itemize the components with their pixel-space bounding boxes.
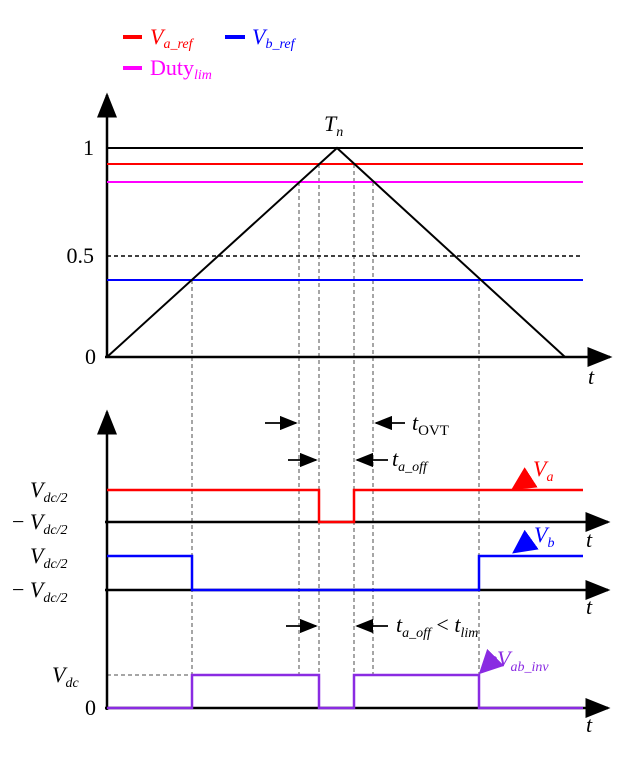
vb-label: Vb: [534, 522, 554, 551]
vab-label: Vab_inv: [497, 646, 549, 675]
legend-duty-lim-label: Dutylim: [150, 55, 212, 83]
carrier-plot: 1 0.5 0 t Tn: [67, 92, 613, 389]
va-label: Va: [533, 456, 553, 485]
vdc-label: Vdc: [52, 662, 79, 691]
legend: Va_ref Vb_ref Dutylim: [123, 24, 297, 83]
va-low-label: − Vdc/2: [12, 509, 67, 538]
va-waveform: [107, 488, 583, 524]
va-high-label: Vdc/2: [30, 477, 68, 506]
vb-waveform: [107, 554, 583, 592]
vab-waveform: [107, 673, 583, 710]
phase-voltage-plot: Vdc/2 − Vdc/2 Vdc/2 − Vdc/2 t t Va Vb tO…: [12, 409, 611, 710]
t-off-lim-condition: ta_off < tlim: [396, 612, 478, 641]
legend-va-ref-label: Va_ref: [150, 24, 195, 52]
t-a-off-label: ta_off: [392, 446, 429, 475]
x-axis-label: t: [588, 364, 595, 389]
x-axis-label: t: [586, 594, 593, 619]
x-axis-label: t: [586, 527, 593, 552]
y-tick-label: 1: [83, 135, 94, 160]
vb-pointer-arrow: [512, 529, 539, 554]
y-tick-label: 0.5: [67, 243, 95, 268]
y-tick-label: 0: [85, 344, 96, 369]
x-axis-label: t: [586, 712, 593, 737]
vb-low-label: − Vdc/2: [12, 577, 67, 606]
zero-label: 0: [85, 695, 96, 720]
legend-vb-ref-label: Vb_ref: [252, 24, 297, 52]
line-voltage-plot: Vdc 0 t ta_off < tlim Vab_inv: [52, 612, 611, 737]
timing-guides: [107, 164, 480, 708]
triangle-carrier: [106, 146, 566, 358]
vb-high-label: Vdc/2: [30, 543, 68, 572]
vab-pointer-arrow: [478, 648, 505, 675]
peak-label: Tn: [324, 111, 343, 140]
va-pointer-arrow: [510, 467, 538, 491]
t-ovt-label: tOVT: [412, 410, 449, 439]
